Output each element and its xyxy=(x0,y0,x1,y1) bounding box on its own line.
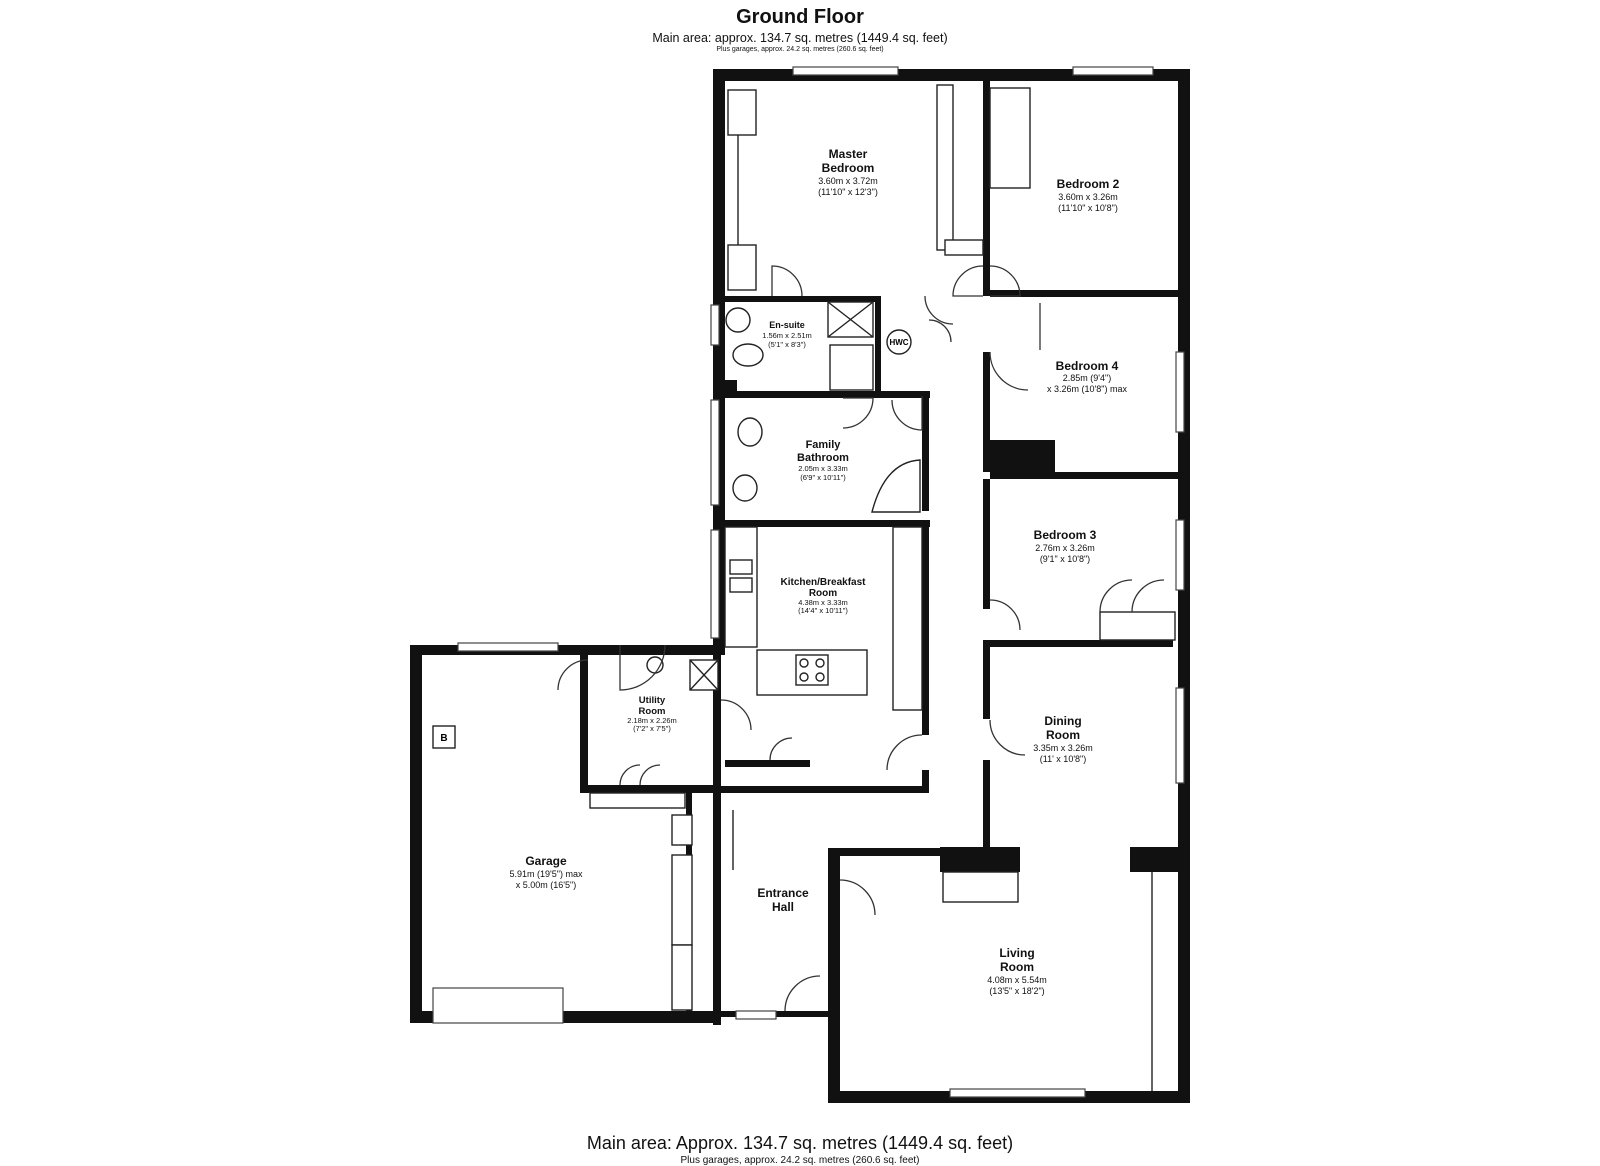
living-name-2: Room xyxy=(1000,960,1034,974)
garage-line-1: 5.91m (19'5") max xyxy=(510,869,583,879)
hob xyxy=(795,654,829,686)
bathroom-toilet xyxy=(737,417,763,447)
utility-name-2: Room xyxy=(639,706,666,717)
living-metric: 4.08m x 5.54m xyxy=(987,975,1047,985)
bedroom-3-metric: 2.76m x 3.26m xyxy=(1035,543,1095,553)
room-bedroom-2: Bedroom 2 3.60m x 3.26m (11'10" x 10'8") xyxy=(1057,177,1120,213)
bedroom-3-name: Bedroom 3 xyxy=(1034,528,1097,542)
fireplace xyxy=(942,871,1019,903)
kitchen-name-1: Kitchen/Breakfast xyxy=(780,577,866,588)
room-entrance-hall: Entrance Hall xyxy=(757,886,809,914)
bedroom-4-name: Bedroom 4 xyxy=(1056,359,1119,373)
room-master-bedroom: Master Bedroom 3.60m x 3.72m (11'10" x 1… xyxy=(818,147,878,197)
fixtures: HWC B xyxy=(432,84,1176,1091)
family-bathroom-name-2: Bathroom xyxy=(797,452,849,464)
room-family-bathroom: Family Bathroom 2.05m x 3.33m (6'9" x 10… xyxy=(797,439,849,482)
master-bedroom-metric: 3.60m x 3.72m xyxy=(818,176,878,186)
room-bedroom-3: Bedroom 3 2.76m x 3.26m (9'1" x 10'8") xyxy=(1034,528,1097,564)
family-bathroom-metric: 2.05m x 3.33m xyxy=(798,464,848,473)
bedroom-3-imperial: (9'1" x 10'8") xyxy=(1040,554,1090,564)
utility-imperial: (7'2" x 7'5") xyxy=(633,724,671,733)
master-bedroom-name-2: Bedroom xyxy=(822,161,875,175)
living-imperial: (13'5" x 18'2") xyxy=(989,986,1044,996)
bathroom-basin xyxy=(732,474,758,502)
kitchen-metric: 4.38m x 3.33m xyxy=(798,598,848,607)
dining-name-1: Dining xyxy=(1044,714,1081,728)
dining-name-2: Room xyxy=(1046,728,1080,742)
footer-main-area: Main area: Approx. 134.7 sq. metres (144… xyxy=(586,1133,1014,1153)
hwc-label: HWC xyxy=(889,338,908,347)
room-living: Living Room 4.08m x 5.54m (13'5" x 18'2"… xyxy=(987,946,1047,996)
utility-name-1: Utility xyxy=(639,695,666,706)
room-bedroom-4: Bedroom 4 2.85m (9'4") x 3.26m (10'8") m… xyxy=(1047,359,1127,394)
ensuite-toilet xyxy=(732,343,764,367)
plan-title: Ground Floor xyxy=(736,6,864,28)
boiler-label: B xyxy=(440,733,447,744)
footer-garage-area: Plus garages, approx. 24.2 sq. metres (2… xyxy=(680,1155,920,1166)
master-bedroom-name-1: Master xyxy=(829,147,868,161)
shower-tray xyxy=(829,344,874,391)
boiler xyxy=(432,725,456,749)
kitchen-sink xyxy=(729,559,753,575)
ensuite-name: En-suite xyxy=(769,320,805,330)
ensuite-imperial: (5'1" x 8'3") xyxy=(768,340,806,349)
dining-imperial: (11' x 10'8") xyxy=(1040,754,1087,764)
room-dining: Dining Room 3.35m x 3.26m (11' x 10'8") xyxy=(1033,714,1093,764)
living-name-1: Living xyxy=(999,946,1034,960)
utility-metric: 2.18m x 2.26m xyxy=(627,716,677,725)
bedroom-2-imperial: (11'10" x 10'8") xyxy=(1058,203,1118,213)
entrance-hall-name-2: Hall xyxy=(772,900,794,914)
bedroom-2-name: Bedroom 2 xyxy=(1057,177,1120,191)
kitchen-imperial: (14'4" x 10'11") xyxy=(798,606,848,615)
interior-walls xyxy=(580,81,1180,1025)
master-bedroom-imperial: (11'10" x 12'3") xyxy=(818,187,878,197)
room-kitchen: Kitchen/Breakfast Room 4.38m x 3.33m (14… xyxy=(780,577,866,615)
ensuite-basin xyxy=(725,307,751,333)
door-swings xyxy=(557,265,1165,1012)
dining-metric: 3.35m x 3.26m xyxy=(1033,743,1093,753)
main-area-caption: Main area: approx. 134.7 sq. metres (144… xyxy=(652,31,948,45)
corner-bath xyxy=(871,459,921,513)
entrance-hall-name-1: Entrance xyxy=(757,886,809,900)
bedroom-4-line-1: 2.85m (9'4") xyxy=(1063,373,1111,383)
garage-name: Garage xyxy=(525,854,567,868)
garage-line-2: x 5.00m (16'5") xyxy=(516,880,576,890)
family-bathroom-name-1: Family xyxy=(806,439,842,451)
windows xyxy=(432,66,1185,1098)
room-garage: Garage 5.91m (19'5") max x 5.00m (16'5") xyxy=(510,854,583,890)
bedroom-2-metric: 3.60m x 3.26m xyxy=(1058,192,1118,202)
bedroom-4-line-2: x 3.26m (10'8") max xyxy=(1047,384,1127,394)
ensuite-metric: 1.56m x 2.51m xyxy=(762,331,812,340)
hot-water-cylinder xyxy=(886,329,912,355)
garage-area-caption: Plus garages, approx. 24.2 sq. metres (2… xyxy=(716,46,884,53)
kitchen-name-2: Room xyxy=(809,588,837,599)
room-utility: Utility Room 2.18m x 2.26m (7'2" x 7'5") xyxy=(627,695,677,733)
family-bathroom-imperial: (6'9" x 10'11") xyxy=(800,473,846,482)
room-ensuite: En-suite 1.56m x 2.51m (5'1" x 8'3") xyxy=(762,320,812,349)
